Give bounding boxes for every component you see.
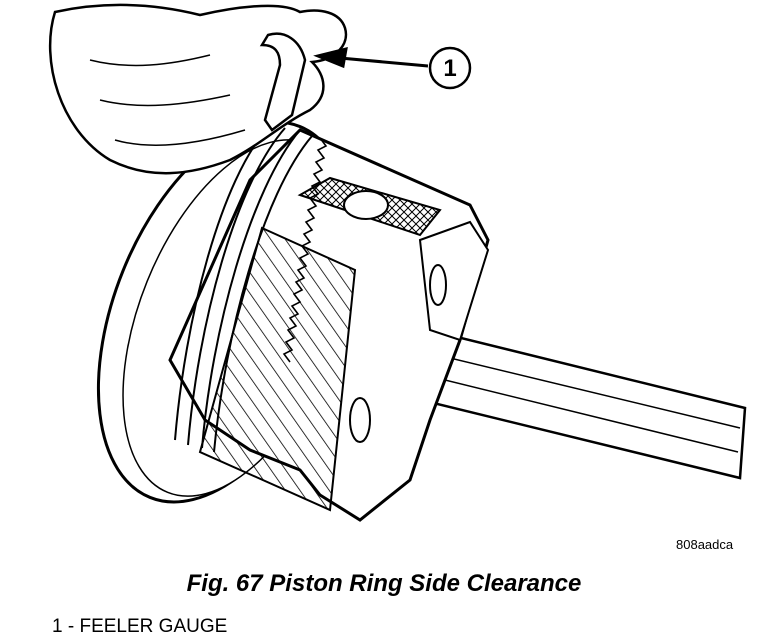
figure-caption: Fig. 67 Piston Ring Side Clearance (186, 570, 582, 597)
legend-label: FEELER GAUGE (79, 616, 228, 637)
piston-skirt (168, 128, 490, 522)
legend-number: 1 (52, 616, 63, 637)
callout-leader (313, 46, 429, 69)
feeler-gauge (259, 32, 307, 132)
callout-1: 1 (428, 46, 472, 90)
legend-item: 1 - FEELER GAUGE (52, 616, 227, 638)
piston-ring-grooves (174, 124, 328, 453)
piston-ring-illustration: 1 (48, 3, 747, 522)
callout-number: 1 (443, 55, 456, 82)
image-code: 808aadca (676, 537, 734, 552)
legend-separator: - (62, 616, 80, 637)
